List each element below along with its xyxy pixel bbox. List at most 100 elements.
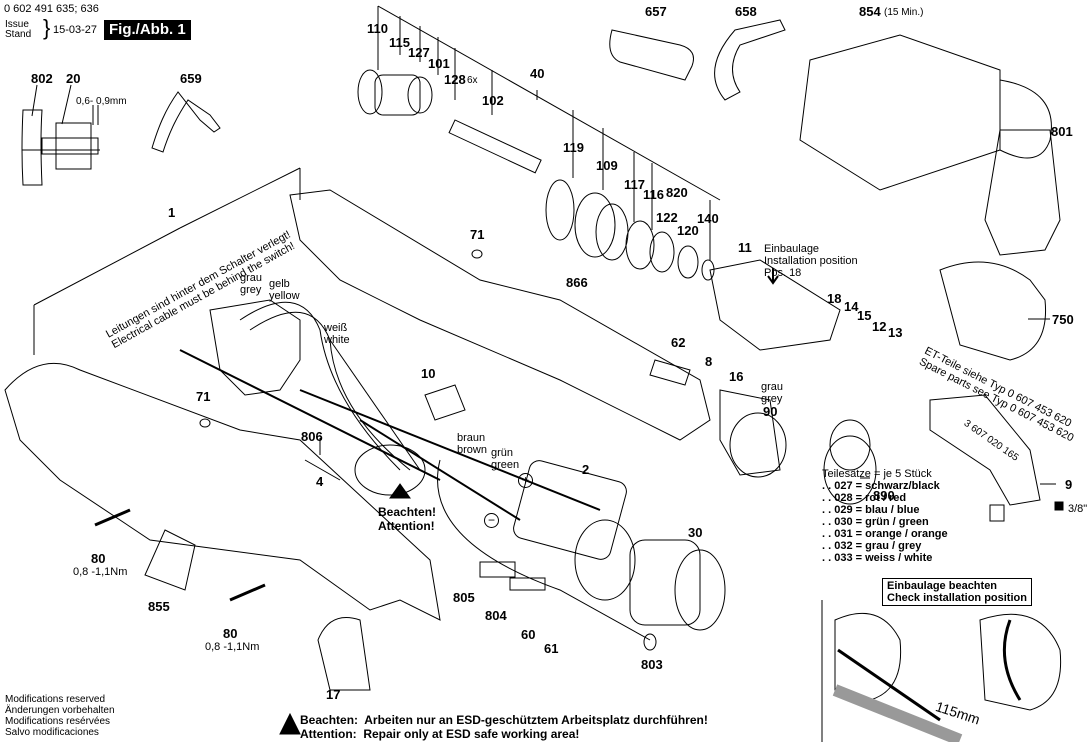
part-set-item: . . 031 = orange / orange	[822, 528, 948, 540]
wire-grey-label: grau grey	[240, 272, 262, 296]
part-label-806: 806	[301, 429, 323, 444]
part-label-127: 127	[408, 45, 430, 60]
esd-text-de: Arbeiten nur an ESD-geschütztem Arbeitsp…	[364, 713, 708, 727]
wire-white-en: white	[324, 334, 350, 346]
part-label-140: 140	[697, 211, 719, 226]
positive-terminal-icon: +	[518, 473, 533, 488]
shaft-detail-drawing	[21, 84, 100, 186]
warning-triangle-icon	[389, 483, 411, 499]
part-set-item: . . 028 = rot / red	[822, 492, 907, 504]
check-installation-de: Einbaulage beachten	[887, 580, 998, 592]
part-label-890: 890	[873, 488, 895, 503]
part-label-804: 804	[485, 608, 507, 623]
part-label-80-lower: 80	[223, 626, 238, 641]
part-label-16: 16	[729, 369, 744, 384]
part-sets-title: Teilesätze = je 5 Stück	[822, 468, 932, 480]
ring-color-note: grau grey	[761, 381, 783, 405]
part-label-62: 62	[671, 335, 686, 350]
issue-label-en: Issue	[5, 19, 29, 30]
charge-time-note: (15 Min.)	[884, 7, 924, 18]
torque-spec-upper: 0,8 -1,1Nm	[73, 566, 128, 578]
install-position-ref: Pos. 18	[764, 267, 802, 279]
wire-green-label: grün green	[491, 447, 519, 471]
part-label-60: 60	[521, 627, 536, 642]
part-label-17: 17	[326, 687, 341, 702]
part-set-item: . . 030 = grün / green	[822, 516, 929, 528]
issue-label-de: Stand	[5, 29, 32, 40]
part-label-4: 4	[316, 474, 324, 489]
part-label-855: 855	[148, 599, 170, 614]
attention-en: Attention!	[378, 519, 435, 533]
part-label-9: 9	[1065, 477, 1073, 492]
part-label-30: 30	[688, 525, 703, 540]
part-sets-list: Teilesätze = je 5 Stück . . 027 = schwar…	[822, 468, 948, 564]
part-label-805: 805	[453, 590, 475, 605]
wire-white-label: weiß white	[324, 322, 350, 346]
housing-drawing	[4, 167, 877, 621]
part-label-866: 866	[566, 275, 588, 290]
esd-text-en: Repair only at ESD safe working area!	[363, 727, 580, 741]
part-label-71-top: 71	[470, 227, 485, 242]
part-label-802: 802	[31, 71, 53, 86]
part-label-80-upper: 80	[91, 551, 106, 566]
part-label-8: 8	[705, 354, 713, 369]
part-label-18: 18	[827, 291, 842, 306]
part-label-20: 20	[66, 71, 81, 86]
gap-spec: 0,6- 0,9mm	[76, 96, 127, 107]
esd-warning: Beachten: Arbeiten nur an ESD-geschützte…	[300, 713, 708, 741]
install-position-de: Einbaulage	[764, 243, 820, 255]
part-label-13: 13	[888, 325, 903, 340]
part-label-15: 15	[857, 308, 872, 323]
part-label-71-left: 71	[196, 389, 211, 404]
part-label-109: 109	[596, 158, 618, 173]
wire-white-de: weiß	[324, 322, 348, 334]
attention-de: Beachten!	[378, 505, 437, 519]
esd-label-de: Beachten:	[300, 713, 359, 727]
drive-size-label: 3/8"	[1068, 503, 1087, 515]
wire-yellow-en: yellow	[269, 290, 300, 302]
part-set-item: . . 027 = schwarz/black	[822, 480, 940, 492]
part-set-item: . . 032 = grau / grey	[822, 540, 922, 552]
part-label-2: 2	[582, 462, 590, 477]
part-label-801: 801	[1051, 124, 1073, 139]
figure-label: Fig./Abb. 1	[104, 20, 191, 40]
part-label-854: 854	[859, 4, 881, 19]
esd-warning-triangle-icon	[279, 712, 301, 735]
wire-yellow-de: gelb	[269, 278, 290, 290]
torque-spec-lower: 0,8 -1,1Nm	[205, 641, 260, 653]
part-label-803: 803	[641, 657, 663, 672]
modifications-es: Salvo modificaciones	[5, 727, 99, 738]
part-qty-128: 6x	[467, 75, 478, 86]
brace-glyph: }	[43, 15, 51, 40]
install-arrow-icon	[767, 268, 779, 285]
part-label-122: 122	[656, 210, 678, 225]
part-label-10: 10	[421, 366, 436, 381]
part-label-101: 101	[428, 56, 450, 71]
check-installation-box: Einbaulage beachten Check installation p…	[882, 578, 1032, 606]
wire-brown-de: braun	[457, 432, 486, 444]
wire-brown-en: brown	[457, 444, 487, 456]
wire-brown-label: braun brown	[457, 432, 487, 456]
ring-grey-en: grey	[761, 393, 783, 405]
part-label-117: 117	[624, 177, 645, 192]
part-label-61: 61	[544, 641, 559, 656]
modifications-en: Modifications reserved	[5, 694, 106, 705]
part-label-115: 115	[389, 35, 410, 50]
spindle-parts-drawing	[357, 69, 715, 281]
document-part-numbers: 0 602 491 635; 636	[4, 3, 99, 15]
install-position-note: Einbaulage Installation position Pos. 18	[764, 243, 858, 279]
small-parts-drawing	[94, 249, 691, 691]
modifications-notice: Modifications reserved Änderungen vorbeh…	[5, 694, 115, 738]
part-label-1: 1	[168, 205, 176, 220]
part-label-90: 90	[763, 404, 778, 419]
part-label-120: 120	[677, 223, 699, 238]
issue-date: 15-03-27	[53, 24, 98, 36]
part-label-14: 14	[844, 299, 859, 314]
part-label-820: 820	[666, 185, 688, 200]
part-label-750: 750	[1052, 312, 1074, 327]
wire-yellow-label: gelb yellow	[269, 278, 300, 302]
motor-and-wiring-drawing	[179, 299, 726, 651]
clip-659-drawing	[151, 91, 221, 153]
part-label-657: 657	[645, 4, 667, 19]
